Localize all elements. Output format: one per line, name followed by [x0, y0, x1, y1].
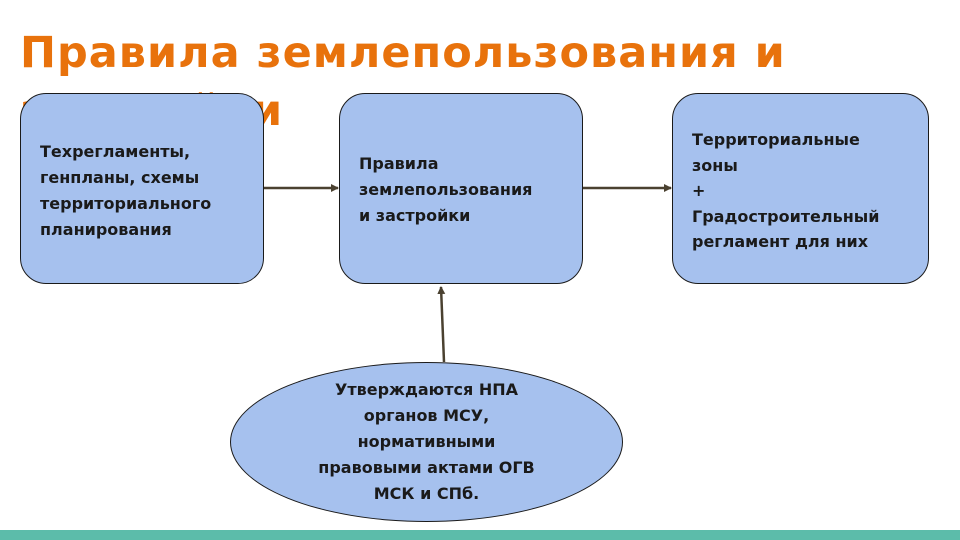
node-land-use-rules-label: Правила землепользования и застройки: [359, 154, 533, 225]
node-approval: Утверждаются НПА органов МСУ, нормативны…: [230, 362, 623, 522]
footer-accent-bar: [0, 530, 960, 540]
node-approval-label: Утверждаются НПА органов МСУ, нормативны…: [318, 380, 535, 503]
node-source-documents-label: Техрегламенты, генпланы, схемы территори…: [40, 142, 212, 239]
node-territorial-zones-label: Территориальные зоны + Градостроительный…: [692, 130, 880, 251]
node-source-documents: Техрегламенты, генпланы, схемы территори…: [20, 93, 264, 284]
node-territorial-zones: Территориальные зоны + Градостроительный…: [672, 93, 929, 284]
arrow-approval-to-rules: [437, 286, 446, 363]
node-land-use-rules: Правила землепользования и застройки: [339, 93, 583, 284]
